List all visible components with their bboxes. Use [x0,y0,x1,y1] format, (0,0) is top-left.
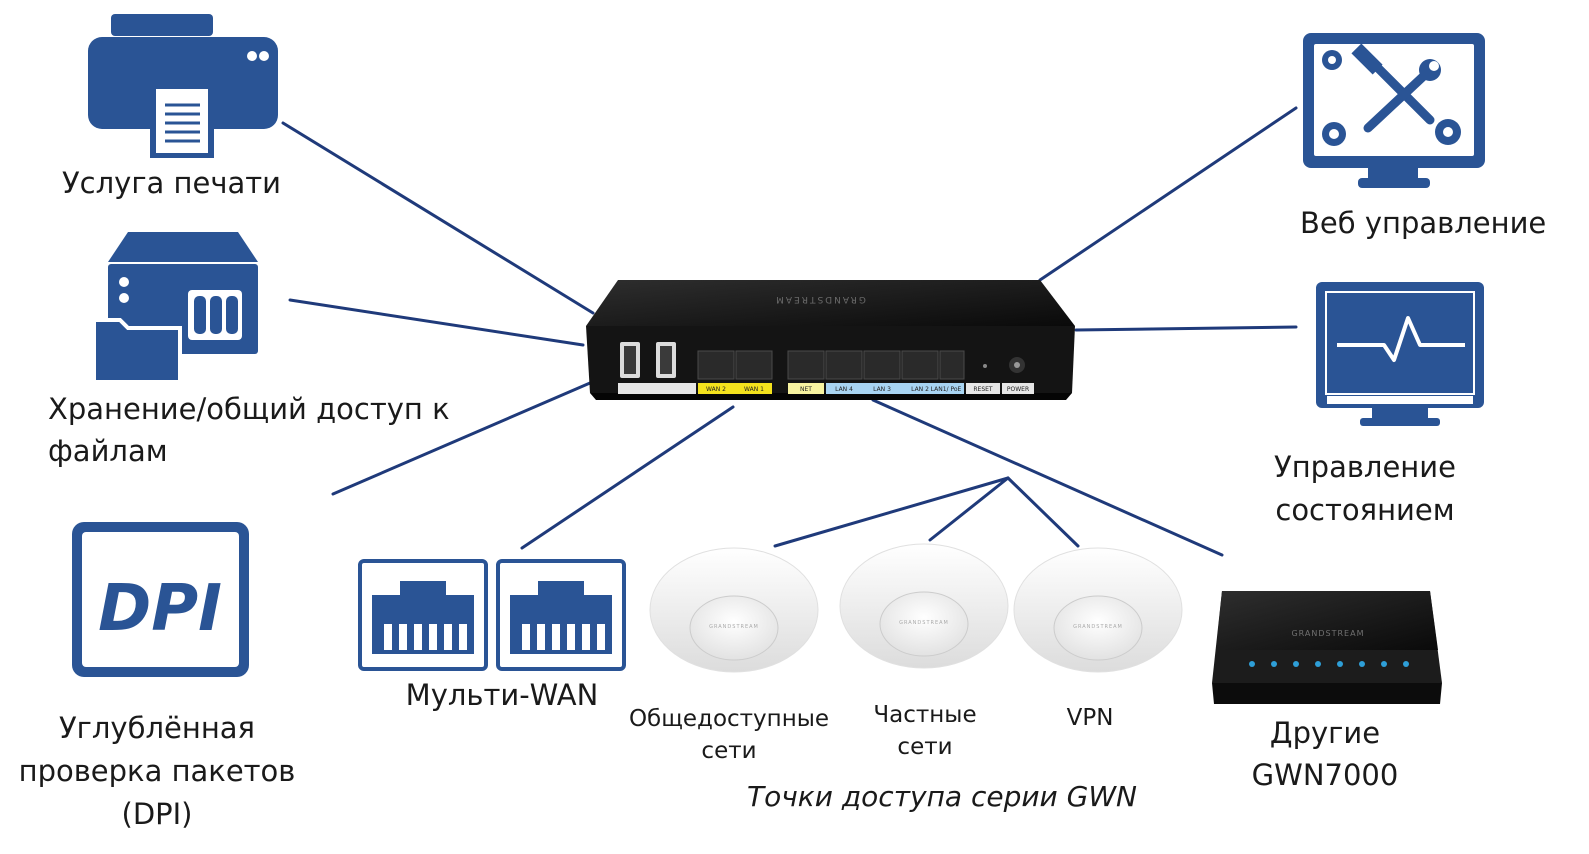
line-to-web-management [1038,106,1298,282]
port-label-lan1-poe: LAN1/ PoE [931,386,962,393]
ap-brand-text: GRANDSTREAM [709,624,759,630]
label-storage-line2: файлам [48,434,168,468]
label-other-line1: Другие [1269,716,1381,750]
label-private-line2: сети [897,734,953,760]
label-ap-series: Точки доступа серии GWN [747,780,1137,813]
label-public-line2: сети [701,738,757,764]
port-label-wan2: WAN 2 [706,386,726,393]
line-to-dpi [331,381,592,496]
access-point-vpn: GRANDSTREAM [1013,547,1183,673]
port-label-lan4: LAN 4 [835,386,853,393]
dpi-icon-text: DPI [98,572,222,646]
router-brand-text: GRANDSTREAM [774,294,866,304]
ethernet-port-icon-2 [496,559,626,671]
label-multi-wan: Мульти-WAN [405,678,599,712]
port-label-net: NET [800,386,812,393]
label-public-line1: Общедоступные [628,706,830,732]
label-vpn: VPN [1066,705,1114,731]
ap-brand-text: GRANDSTREAM [899,620,949,626]
port-label-reset: RESET [973,386,993,393]
label-other-line2: GWN7000 [1251,758,1399,792]
line-to-other-gwn [871,398,1224,557]
dpi-icon: DPI [72,522,249,677]
ethernet-port-icon-1 [358,559,488,671]
label-status-line2: состоянием [1275,493,1455,527]
label-status-line1: Управление [1274,450,1456,484]
web-management-icon [1303,33,1485,188]
gwn7000-device: GRANDSTREAM [1212,591,1442,704]
ap-brand-text: GRANDSTREAM [1073,624,1123,630]
line-to-ap-hub [773,476,1010,548]
port-label-lan2: LAN 2 [911,386,929,393]
line-to-multiwan [520,405,735,550]
line-to-ap-vpn [1006,476,1080,548]
line-to-ap-private [928,476,1010,542]
label-dpi-line1: Углублённая [58,711,255,745]
port-label-lan3: LAN 3 [873,386,891,393]
label-web-management: Веб управление [1300,206,1547,240]
pulse-icon [1337,316,1465,362]
label-dpi-line2: проверка пакетов [18,754,296,788]
printer-icon [88,14,278,158]
port-label-power: POWER [1007,386,1029,393]
access-point-private: GRANDSTREAM [839,543,1009,669]
port-label-wan1: WAN 1 [744,386,764,393]
router-device: GRANDSTREAM WAN 2 WAN 1 NET LAN [586,280,1075,400]
access-point-public: GRANDSTREAM [649,547,819,673]
connector-lines [281,106,1298,557]
line-to-status [1074,325,1298,332]
label-private-line1: Частные [873,702,977,728]
line-to-storage [288,298,585,347]
gwn7000-brand-text: GRANDSTREAM [1291,629,1364,638]
label-dpi-line3: (DPI) [121,797,193,831]
status-monitor-icon [1316,282,1484,426]
label-storage-line1: Хранение/общий доступ к [48,392,450,426]
label-print-service: Услуга печати [62,166,281,200]
storage-icon [92,232,258,384]
line-to-print [281,121,595,315]
